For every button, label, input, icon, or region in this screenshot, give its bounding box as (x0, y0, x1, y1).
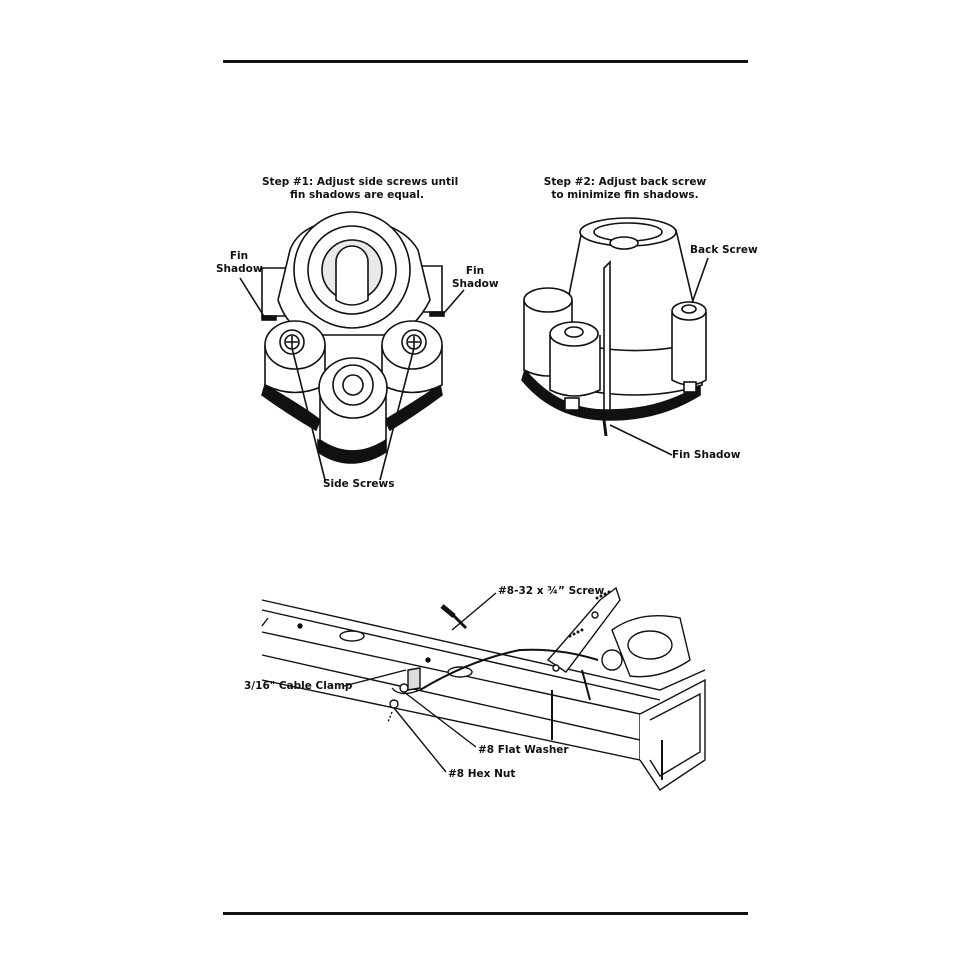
top-rule (223, 60, 748, 63)
back-screw-label: Back Screw (690, 244, 758, 256)
fin-shadow-left-line2: Shadow (216, 263, 263, 275)
fin-shadow-label-left: Fin Shadow (216, 250, 263, 276)
bottom-rule (223, 912, 748, 915)
fin-shadow-right-line2: Shadow (452, 278, 499, 290)
right-mount-drawing (521, 217, 709, 456)
step2-caption-line1: Step #2: Adjust back screw (543, 176, 707, 188)
side-screws-label: Side Screws (323, 478, 395, 490)
hex-nut-label: #8 Hex Nut (448, 768, 516, 780)
step1-caption-line2: fin shadows are equal. (290, 189, 424, 201)
fin-shadow-left-line1: Fin (229, 250, 249, 262)
step2-caption: Step #2: Adjust back screw to minimize f… (540, 176, 710, 202)
rail-drawing (261, 586, 706, 791)
fin-shadow-right-line1: Fin (465, 265, 485, 277)
step1-caption: Step #1: Adjust side screws until fin sh… (262, 176, 459, 202)
cable-clamp-label: 3/16" Cable Clamp (244, 680, 353, 692)
left-mount-drawing (239, 211, 465, 481)
flat-washer-label: #8 Flat Washer (478, 744, 569, 756)
step1-caption-line1: Step #1: Adjust side screws until (262, 176, 459, 188)
step2-caption-line2: to minimize fin shadows. (551, 189, 699, 201)
fin-shadow-label-right: Fin Shadow (452, 265, 499, 291)
fin-shadow-bottom-label: Fin Shadow (672, 449, 741, 461)
screw-label: #8-32 x ¾” Screw (498, 585, 605, 597)
